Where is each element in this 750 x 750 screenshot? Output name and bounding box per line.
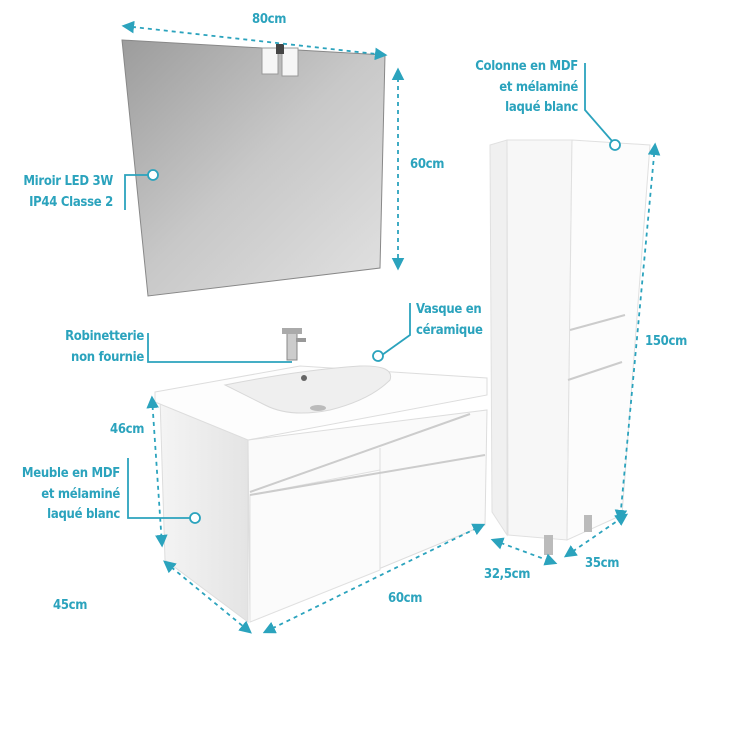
vanity-depth-label: 45cm [53,598,88,613]
column-height-label: 150cm [645,334,688,349]
mirror-height-label: 60cm [410,157,445,172]
callout-line: Colonne en MDF [475,59,578,74]
callout-line: et mélaminé [41,486,120,502]
column-width-label: 35cm [585,556,620,571]
callout-line: laqué blanc [47,507,120,522]
faucet-callout: Robinetterie non fournie [65,327,144,368]
callout-line: IP44 Classe 2 [29,194,113,210]
vanity-height-label: 46cm [110,422,145,437]
storage-column [489,139,651,555]
cabinet-callout: Meuble en MDF et mélaminé laqué blanc [22,464,120,526]
callout-line: Vasque en [416,302,482,317]
callout-leaders [124,63,621,524]
led-mirror [121,39,386,297]
basin-callout: Vasque en céramique [416,300,483,341]
callout-line: laqué blanc [505,100,578,115]
callout-line: et mélaminé [499,79,578,95]
column-callout: Colonne en MDF et mélaminé laqué blanc [475,57,578,119]
mirror-callout: Miroir LED 3W IP44 Classe 2 [23,172,113,213]
callout-line: Miroir LED 3W [23,174,113,189]
callout-line: Robinetterie [65,329,144,344]
callout-line: Meuble en MDF [21,466,120,481]
dimension-lines [121,20,661,634]
faucet [282,328,306,361]
column-depth-label: 32,5cm [484,567,531,582]
vanity-cabinet [154,328,488,623]
mirror-width-label: 80cm [252,12,287,27]
callout-line: non fournie [71,349,144,365]
vanity-width-label: 60cm [388,591,423,606]
callout-line: céramique [416,322,483,338]
